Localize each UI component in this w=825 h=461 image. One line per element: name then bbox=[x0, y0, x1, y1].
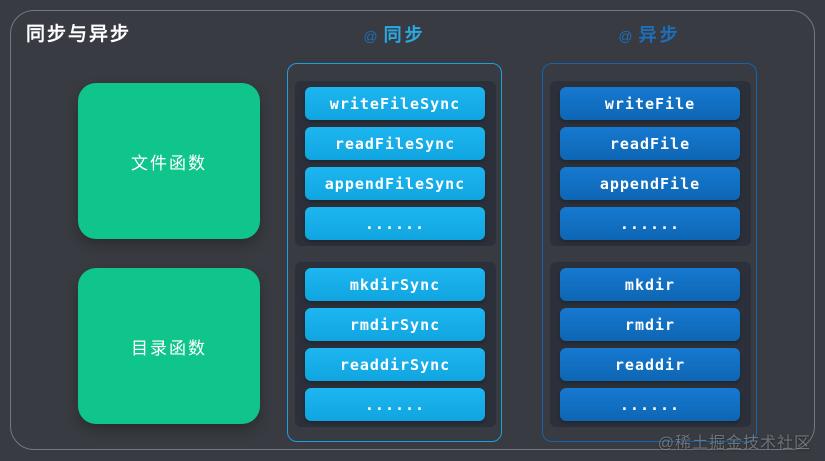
column-header-async: @ 异步 bbox=[542, 21, 757, 47]
fn-readFileSync: readFileSync bbox=[305, 127, 485, 160]
category-label: 文件函数 bbox=[131, 153, 207, 173]
fn-readFile: readFile bbox=[560, 127, 740, 160]
category-box-directory-functions: 目录函数 bbox=[78, 268, 260, 424]
at-sign: @ bbox=[363, 28, 378, 44]
fn-async-file-ellipsis: ...... bbox=[560, 207, 740, 240]
fn-rmdirSync: rmdirSync bbox=[305, 308, 485, 341]
watermark: @稀土掘金技术社区 bbox=[657, 435, 811, 452]
fn-appendFile: appendFile bbox=[560, 167, 740, 200]
column-header-sync: @ 同步 bbox=[287, 21, 502, 47]
fn-readdirSync: readdirSync bbox=[305, 348, 485, 381]
fn-writeFileSync: writeFileSync bbox=[305, 87, 485, 120]
async-column-container: writeFile readFile appendFile ...... mkd… bbox=[542, 63, 757, 442]
category-box-file-functions: 文件函数 bbox=[78, 83, 260, 239]
fn-appendFileSync: appendFileSync bbox=[305, 167, 485, 200]
fn-writeFile: writeFile bbox=[560, 87, 740, 120]
fn-mkdir: mkdir bbox=[560, 268, 740, 301]
page-title: 同步与异步 bbox=[26, 24, 132, 45]
sync-column-container: writeFileSync readFileSync appendFileSyn… bbox=[287, 63, 502, 442]
fn-readdir: readdir bbox=[560, 348, 740, 381]
fn-async-dir-ellipsis: ...... bbox=[560, 388, 740, 421]
category-label: 目录函数 bbox=[131, 338, 207, 358]
fn-sync-dir-ellipsis: ...... bbox=[305, 388, 485, 421]
fn-sync-file-ellipsis: ...... bbox=[305, 207, 485, 240]
fn-rmdir: rmdir bbox=[560, 308, 740, 341]
column-header-sync-label: 同步 bbox=[383, 25, 426, 45]
at-sign: @ bbox=[618, 28, 633, 44]
column-header-async-label: 异步 bbox=[638, 25, 681, 45]
fn-mkdirSync: mkdirSync bbox=[305, 268, 485, 301]
